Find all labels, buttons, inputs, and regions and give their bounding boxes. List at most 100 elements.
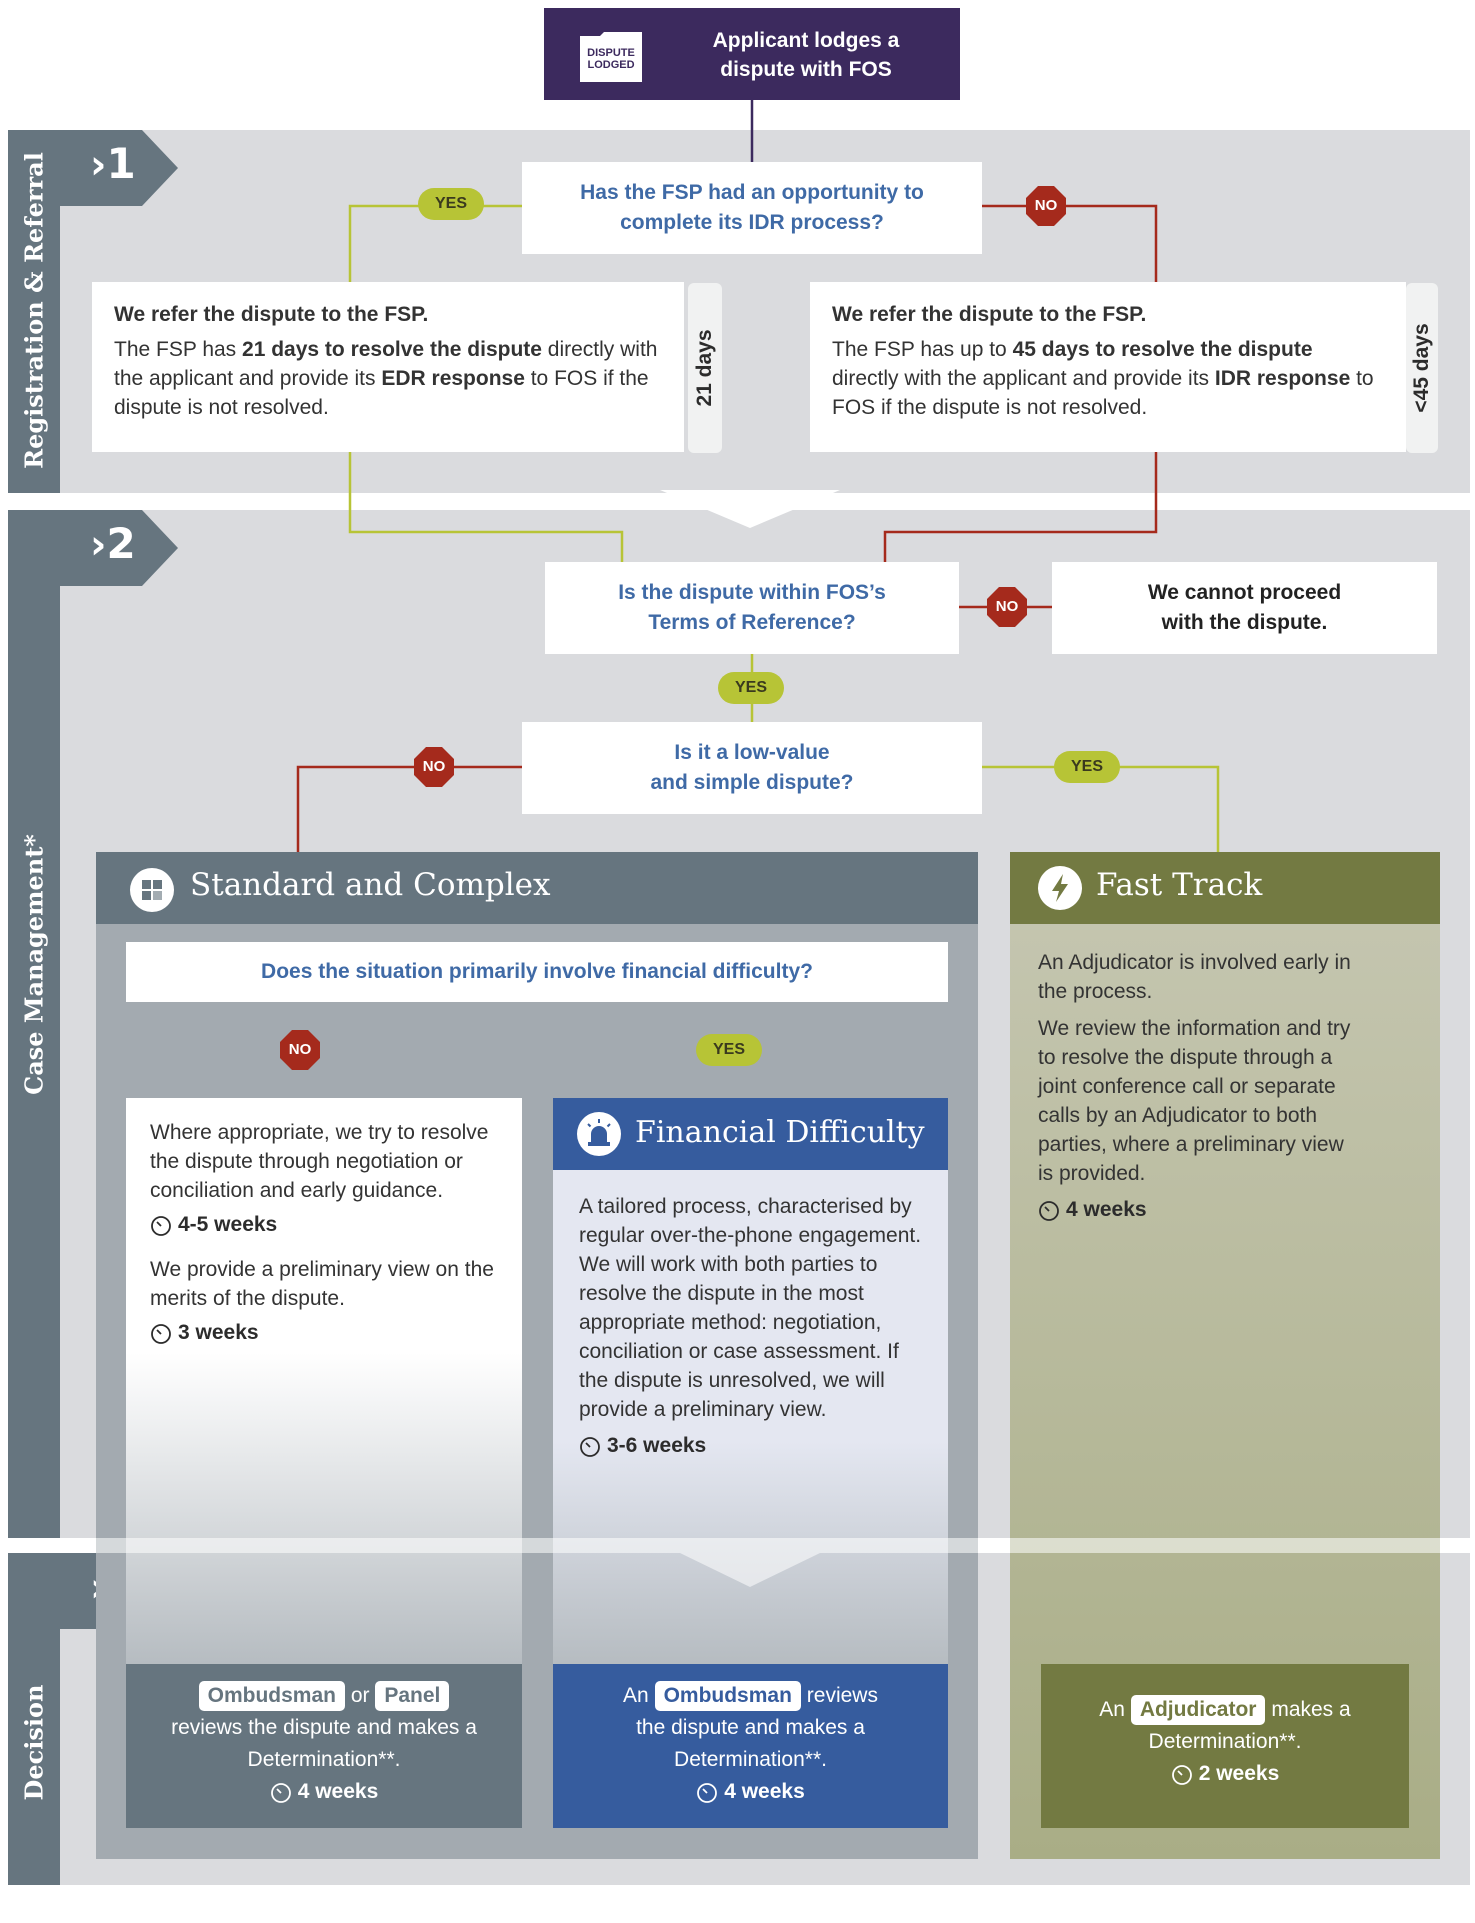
- adjudicator-chip: Adjudicator: [1130, 1695, 1266, 1725]
- ombudsman-chip-fin: Ombudsman: [654, 1681, 801, 1711]
- clock-icon: [270, 1783, 291, 1803]
- standard-left-time2-text: 3 weeks: [178, 1321, 259, 1344]
- left-refer-body: The FSP has 21 days to resolve the dispu…: [114, 335, 662, 422]
- badge-line1: DISPUTE: [587, 47, 635, 59]
- step-number-2: 2: [106, 519, 136, 568]
- right-refer-p2: directly with the applicant and provide …: [832, 367, 1215, 390]
- stage-divider-chevron: [660, 490, 840, 528]
- decision-fast-time: 2 weeks: [1041, 1758, 1409, 1790]
- decision-fin-line1: An Ombudsman reviews: [553, 1680, 948, 1712]
- clock-icon: [151, 1324, 171, 1344]
- decision-std-text: reviews the dispute and makes a Determin…: [171, 1716, 477, 1771]
- stage3-separator: [8, 1538, 1470, 1553]
- financial-time-text: 3-6 weeks: [607, 1434, 707, 1457]
- step-tag-2: ›2: [60, 510, 178, 586]
- right-refer-b1: 45 days to resolve the dispute: [1012, 338, 1313, 361]
- fast-p2: We review the information and try to res…: [1038, 1017, 1351, 1185]
- decision-std-time: 4 weeks: [126, 1776, 522, 1808]
- right-refer-p3: to FOS if the dispute is not resolved.: [832, 367, 1374, 419]
- financial-difficulty-header: Financial Difficulty: [553, 1098, 948, 1170]
- left-refer-b1: 21 days to resolve the dispute: [242, 338, 542, 361]
- no-label-q1: NO: [1034, 197, 1058, 214]
- right-refer-p1: The FSP has up to: [832, 338, 1013, 361]
- no-octagon-q1: NO: [1026, 186, 1066, 226]
- step-number-1: 1: [106, 139, 136, 188]
- financial-question-text: Does the situation primarily involve fin…: [261, 960, 813, 983]
- question-terms-box: Is the dispute within FOS’s Terms of Ref…: [545, 562, 959, 654]
- decision-fast-box: An Adjudicator makes a Determination**. …: [1041, 1664, 1409, 1828]
- yes-pill-q2: YES: [718, 672, 784, 704]
- q2-line1: Is the dispute within FOS’s: [618, 581, 886, 604]
- yes-pill-q3: YES: [1054, 751, 1120, 783]
- q3-line2: and simple dispute?: [650, 771, 854, 794]
- decision-standard-box: Ombudsman or Panel reviews the dispute a…: [126, 1664, 522, 1828]
- q1-line2: complete its IDR process?: [620, 211, 884, 234]
- right-tab-text: <45 days: [1410, 323, 1433, 413]
- top-box-text: Applicant lodges a dispute with FOS: [656, 26, 956, 84]
- no-label-q2: NO: [995, 598, 1019, 615]
- top-line2: dispute with FOS: [720, 58, 892, 81]
- decision-std-time-text: 4 weeks: [297, 1780, 379, 1803]
- left-time-tab-label: 21 days: [693, 329, 717, 406]
- fast-p1: An Adjudicator is involved early in the …: [1038, 951, 1351, 1003]
- decision-fin-time-text: 4 weeks: [724, 1780, 805, 1803]
- financial-difficulty-title: Financial Difficulty: [635, 1115, 925, 1150]
- decision-fast-pre: An: [1099, 1698, 1125, 1721]
- no-label-std: NO: [288, 1041, 312, 1058]
- standard-complex-header: Standard and Complex: [96, 852, 978, 924]
- cannot-line1: We cannot proceed: [1147, 581, 1342, 604]
- standard-left-time2: 3 weeks: [150, 1321, 498, 1345]
- right-refer-body: The FSP has up to 45 days to resolve the…: [832, 335, 1384, 422]
- no-octagon-q2: NO: [987, 587, 1027, 627]
- right-time-tab-label: <45 days: [1410, 323, 1434, 412]
- financial-down-chevron: [680, 1553, 820, 1587]
- q2-line2: Terms of Reference?: [648, 611, 856, 634]
- dispute-lodged-box: DISPUTE LODGED Applicant lodges a disput…: [544, 8, 960, 100]
- fast-time: 4 weeks: [1038, 1198, 1412, 1222]
- dispute-lodged-badge: DISPUTE LODGED: [578, 30, 644, 84]
- panel-chip: Panel: [375, 1681, 450, 1711]
- badge-line2: LODGED: [587, 59, 635, 71]
- q3-line1: Is it a low-value: [674, 741, 830, 764]
- decision-standard-line1: Ombudsman or Panel: [126, 1680, 522, 1712]
- left-refer-p2: directly with the applicant and provide …: [114, 338, 658, 390]
- decision-fast-text: Determination**.: [1148, 1730, 1302, 1753]
- clock-icon: [697, 1783, 718, 1803]
- no-label-q3: NO: [422, 758, 446, 775]
- clock-icon: [1039, 1201, 1059, 1221]
- stage2-strip: Case Management*: [8, 510, 60, 1538]
- financial-difficulty-body: A tailored process, characterised by reg…: [553, 1170, 948, 1664]
- left-tab-text: 21 days: [693, 329, 716, 407]
- standard-left-time1-text: 4-5 weeks: [178, 1213, 278, 1236]
- yes-pill-q1: YES: [418, 188, 484, 220]
- left-refer-p3: to FOS if the dispute is not resolved.: [114, 367, 649, 419]
- refer-box-left: We refer the dispute to the FSP. The FSP…: [92, 282, 684, 452]
- decision-fin-time: 4 weeks: [553, 1776, 948, 1808]
- question-low-value-box: Is it a low-value and simple dispute?: [522, 722, 982, 814]
- financial-time: 3-6 weeks: [579, 1434, 922, 1458]
- fast-track-body: An Adjudicator is involved early in the …: [1010, 930, 1440, 1240]
- cannot-line2: with the dispute.: [1161, 611, 1328, 634]
- folder-icon: [580, 32, 642, 82]
- left-refer-b2: EDR response: [381, 367, 525, 390]
- stage1-strip: Registration & Referral: [8, 130, 60, 493]
- lightning-icon: [1038, 866, 1082, 910]
- decision-fin-pre: An: [623, 1684, 649, 1707]
- left-refer-p1: The FSP has: [114, 338, 243, 361]
- standard-complex-title: Standard and Complex: [190, 867, 551, 903]
- fast-track-title: Fast Track: [1096, 867, 1263, 903]
- decision-fast-line1: An Adjudicator makes a: [1041, 1694, 1409, 1726]
- yes-pill-std: YES: [696, 1034, 762, 1066]
- decision-fin-post: reviews: [806, 1684, 878, 1707]
- financial-question-box: Does the situation primarily involve fin…: [126, 942, 948, 1002]
- step-tag-1: ›1: [60, 130, 178, 206]
- standard-left-time1: 4-5 weeks: [150, 1213, 498, 1237]
- siren-icon: [577, 1112, 621, 1156]
- left-refer-title: We refer the dispute to the FSP.: [114, 303, 429, 326]
- stage3-strip: Decision: [8, 1553, 60, 1885]
- ombudsman-chip-std: Ombudsman: [198, 1681, 345, 1711]
- decision-std-or: or: [350, 1684, 370, 1707]
- left-time-tab: 21 days: [688, 283, 722, 453]
- decision-financial-box: An Ombudsman reviews the dispute and mak…: [553, 1664, 948, 1828]
- financial-body-text: A tailored process, characterised by reg…: [579, 1195, 922, 1421]
